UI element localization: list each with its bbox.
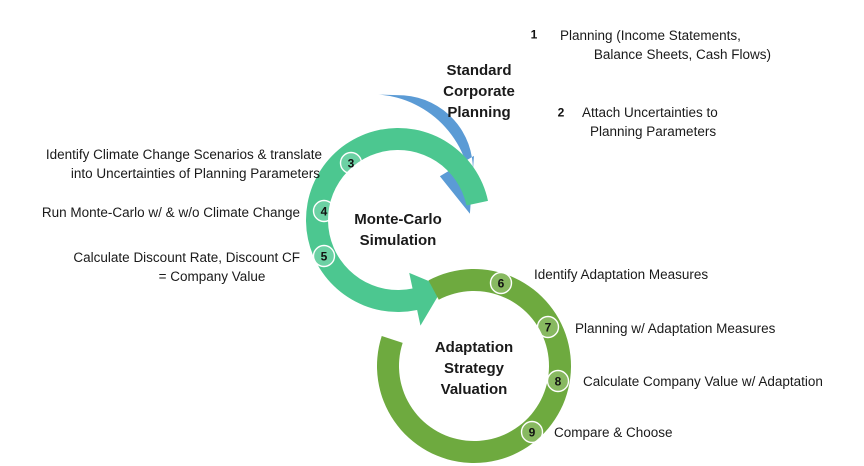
step-label-4: Run Monte-Carlo w/ & w/o Climate Change bbox=[42, 205, 300, 220]
svg-text:8: 8 bbox=[555, 374, 562, 388]
step-label-3: Identify Climate Change Scenarios & tran… bbox=[46, 147, 322, 162]
cycle-title-adaptation: Adaptation bbox=[435, 339, 513, 356]
step-label-2: Planning Parameters bbox=[590, 124, 716, 139]
step-label-2: Attach Uncertainties to bbox=[582, 105, 718, 120]
step-label-1: Balance Sheets, Cash Flows) bbox=[594, 47, 771, 62]
step-label-3: into Uncertainties of Planning Parameter… bbox=[71, 166, 320, 181]
step-label-5: = Company Value bbox=[159, 269, 266, 284]
svg-text:5: 5 bbox=[321, 249, 328, 263]
cycle-title-standard: Corporate bbox=[443, 83, 515, 100]
svg-text:3: 3 bbox=[348, 156, 355, 170]
cycle-title-montecarlo: Monte-Carlo bbox=[354, 211, 442, 228]
arc-monte-carlo bbox=[306, 128, 488, 326]
step-label-1: Planning (Income Statements, bbox=[560, 28, 741, 43]
step-label-8: Calculate Company Value w/ Adaptation bbox=[583, 374, 823, 389]
step-badge-7: 7 bbox=[536, 315, 560, 339]
cycle-arcs bbox=[306, 94, 571, 463]
step-label-7: Planning w/ Adaptation Measures bbox=[575, 321, 776, 336]
svg-text:9: 9 bbox=[529, 425, 536, 439]
svg-text:2: 2 bbox=[558, 105, 565, 119]
step-label-5: Calculate Discount Rate, Discount CF bbox=[73, 250, 300, 265]
step-badge-8: 8 bbox=[546, 369, 570, 393]
cycle-title-montecarlo: Simulation bbox=[360, 232, 437, 249]
step-badges: 1 2 3 4 5 6 7 8 9 bbox=[312, 22, 573, 444]
cycle-title-standard: Planning bbox=[447, 104, 510, 121]
svg-text:7: 7 bbox=[545, 320, 552, 334]
cycle-title-adaptation: Valuation bbox=[441, 381, 508, 398]
step-badge-9: 9 bbox=[520, 420, 544, 444]
arc-standard-planning bbox=[378, 94, 474, 214]
step-label-6: Identify Adaptation Measures bbox=[534, 267, 708, 282]
svg-text:6: 6 bbox=[498, 276, 505, 290]
step-labels: Planning (Income Statements, Balance Shee… bbox=[42, 28, 823, 440]
step-badge-2: 2 bbox=[549, 100, 573, 124]
step-label-9: Compare & Choose bbox=[554, 425, 673, 440]
step-badge-5: 5 bbox=[312, 244, 336, 268]
cycle-title-adaptation: Strategy bbox=[444, 360, 505, 377]
step-badge-1: 1 bbox=[522, 22, 546, 46]
cycle-title-standard: Standard bbox=[446, 62, 511, 79]
step-badge-6: 6 bbox=[489, 271, 513, 295]
cycle-titles: StandardCorporatePlanningMonte-CarloSimu… bbox=[354, 62, 515, 398]
step-badge-3: 3 bbox=[339, 151, 363, 175]
step-badge-4: 4 bbox=[312, 199, 336, 223]
svg-text:4: 4 bbox=[321, 204, 328, 218]
svg-text:1: 1 bbox=[531, 27, 538, 41]
